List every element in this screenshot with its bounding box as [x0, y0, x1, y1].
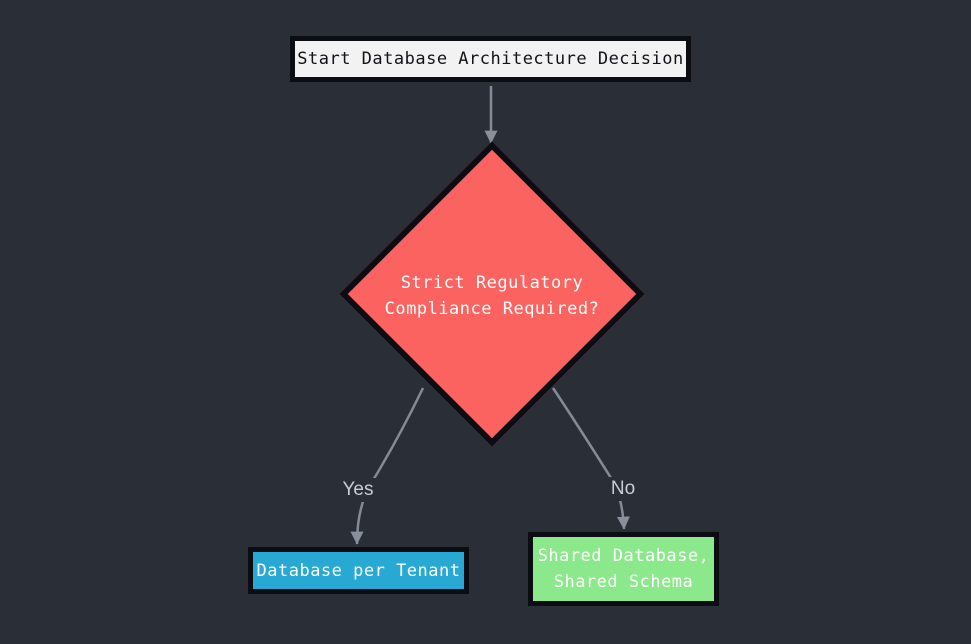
edge-no-branch — [551, 387, 630, 530]
decision-label-line2: Compliance Required? — [384, 299, 600, 319]
no-result-node: Shared Database, Shared Schema — [528, 532, 719, 606]
edge-yes-branch — [350, 387, 425, 545]
edge-label-no: No — [605, 477, 641, 501]
yes-result-node: Database per Tenant — [248, 547, 469, 594]
decision-label-line1: Strict Regulatory — [400, 273, 584, 293]
no-result-label-line1: Shared Database, — [537, 546, 710, 566]
decision-diamond-label: Strict Regulatory Compliance Required? — [362, 270, 622, 322]
yes-result-label: Database per Tenant — [256, 560, 461, 581]
no-result-label-line2: Shared Schema — [553, 572, 694, 592]
start-node-label: Start Database Architecture Decision — [297, 49, 684, 69]
start-node: Start Database Architecture Decision — [290, 36, 691, 82]
edge-label-yes: Yes — [337, 478, 379, 502]
